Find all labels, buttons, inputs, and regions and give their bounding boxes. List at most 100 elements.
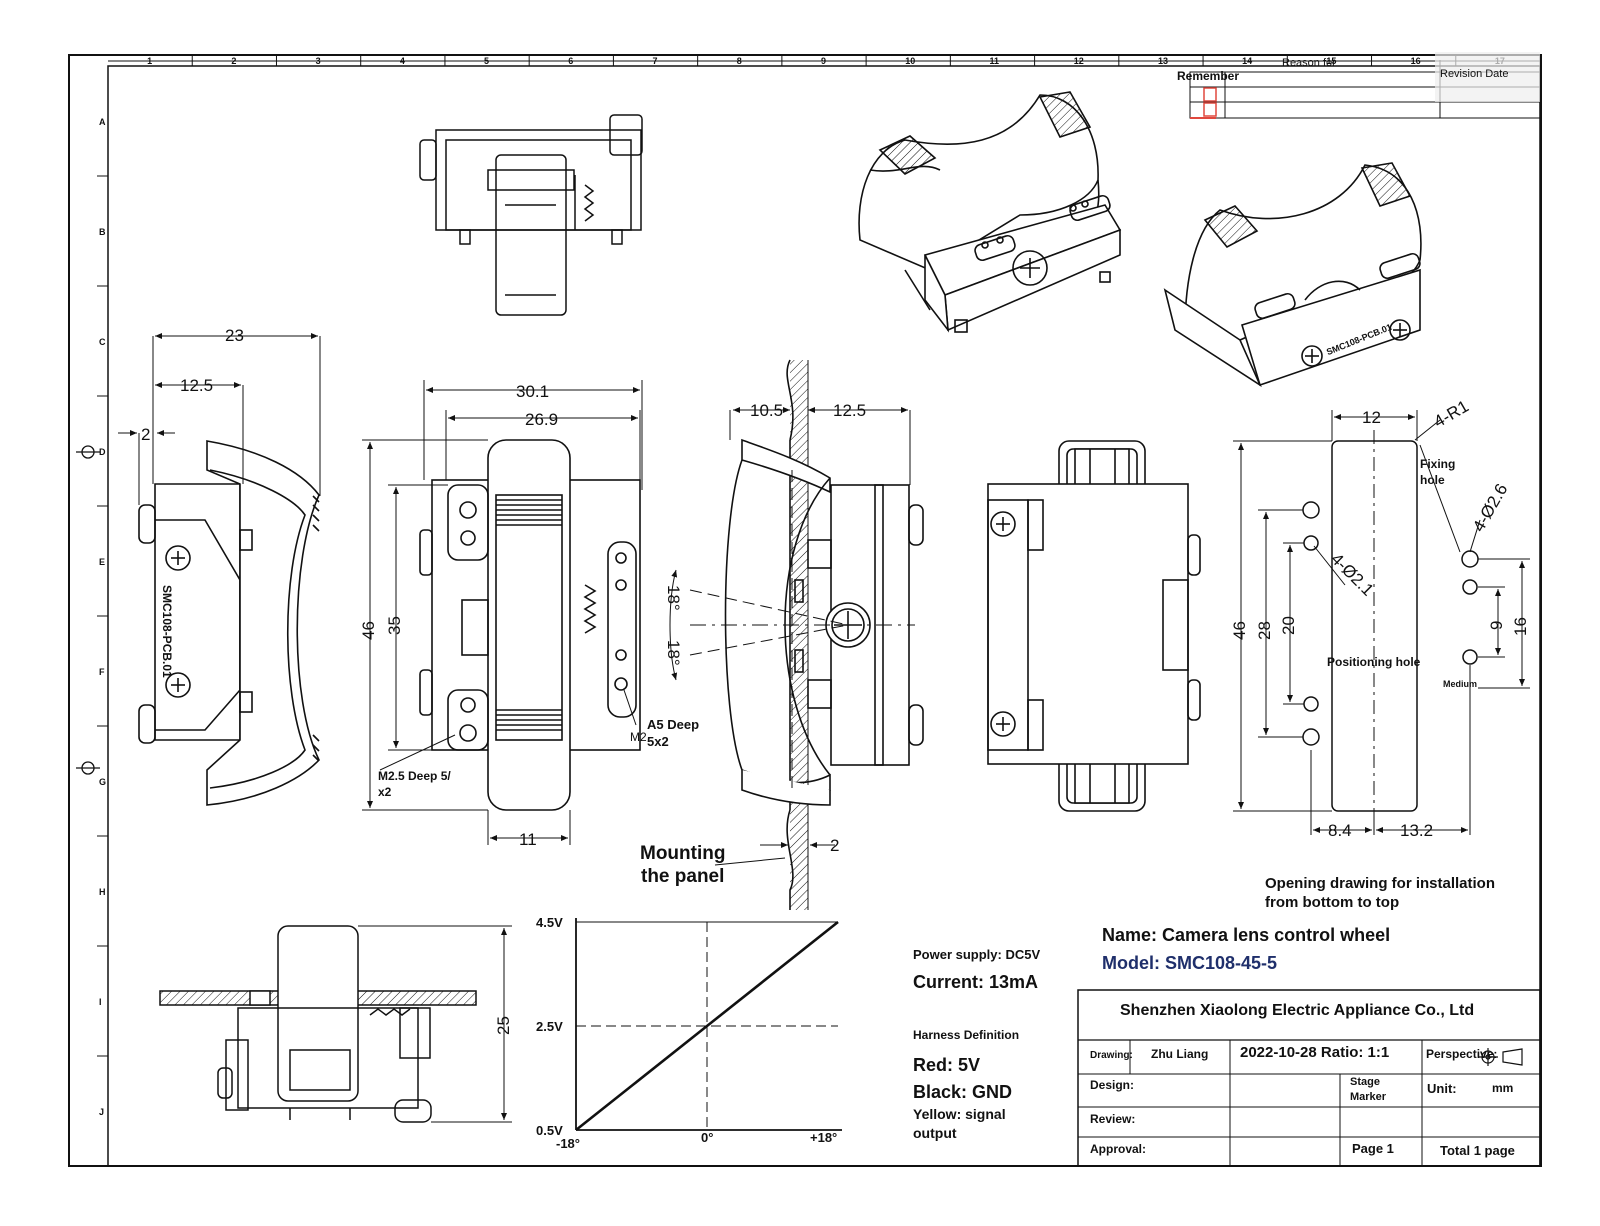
tb-unit-label: Unit: [1427, 1081, 1457, 1096]
dim-4-r1: 4-R1 [1431, 397, 1472, 432]
bottom-view-dimensions [358, 925, 512, 1123]
dim-20: 20 [1279, 616, 1298, 635]
grid-column-label: 8 [737, 56, 742, 66]
fixing-hole-label-2: hole [1420, 473, 1445, 487]
grid-row-label: H [99, 887, 106, 897]
front-view [419, 439, 641, 811]
side-view-dimensions [714, 407, 911, 866]
tb-stage-marker-1: Stage [1350, 1076, 1380, 1088]
dim-2-panel: 2 [830, 836, 839, 855]
grid-row-label: C [99, 337, 106, 347]
chart-x-tick-label: -18° [556, 1136, 580, 1151]
output-voltage-chart: 4.5V2.5V0.5V-18°0°+18° [536, 915, 842, 1151]
spec-yellow-1: Yellow: signal [913, 1106, 1006, 1122]
title-block [1077, 989, 1541, 1167]
tb-page: Page 1 [1352, 1141, 1394, 1156]
left-view-pcb-label: SMC108-PCB.01 [160, 585, 174, 678]
fixing-hole-label-1: Fixing [1420, 457, 1455, 471]
spec-red: Red: 5V [913, 1055, 981, 1075]
dim-30-1: 30.1 [516, 382, 549, 401]
angle-18-up: 18° [664, 585, 683, 611]
spec-harness-heading: Harness Definition [913, 1028, 1020, 1042]
product-model: Model: SMC108-45-5 [1102, 953, 1278, 973]
tb-total-pages: Total 1 page [1440, 1143, 1515, 1158]
left-view-dimensions [118, 333, 321, 505]
hole-note-m2-prefix: M2 [630, 730, 647, 744]
grid-row-label: G [99, 777, 106, 787]
spec-yellow-2: output [913, 1125, 957, 1141]
chart-x-tick-label: +18° [810, 1130, 837, 1145]
tb-design-label: Design: [1090, 1078, 1135, 1092]
grid-row-label: I [99, 997, 102, 1007]
rear-view [987, 440, 1201, 812]
cutout-view [1302, 430, 1479, 820]
dim-16: 16 [1511, 617, 1530, 636]
grid-row-label: B [99, 227, 106, 237]
dim-23: 23 [225, 326, 244, 345]
dim-12-5-side: 12.5 [833, 401, 866, 420]
dim-4-phi-2-1: 4-Ø2.1 [1327, 549, 1377, 599]
tb-drawing-label: Drawing: [1090, 1050, 1133, 1061]
dim-13-2: 13.2 [1400, 821, 1433, 840]
grid-column-label: 6 [568, 56, 573, 66]
angle-18-down: 18° [664, 640, 683, 666]
sheet-frame [68, 54, 1542, 1167]
grid-column-label: 14 [1242, 56, 1252, 66]
dim-10-5: 10.5 [750, 401, 783, 420]
tb-date-ratio: 2022-10-28 Ratio: 1:1 [1240, 1044, 1390, 1061]
chart-y-tick-label: 2.5V [536, 1019, 563, 1034]
grid-column-label: 5 [484, 56, 489, 66]
top-view [419, 114, 643, 316]
revision-marker-2 [1203, 102, 1217, 117]
grid-row-label: A [99, 117, 106, 127]
hole-note-m2: A5 Deep [647, 717, 699, 732]
medium-label: Medium [1443, 679, 1477, 689]
hole-note-m2-qty: 5x2 [647, 734, 669, 749]
revision-remember-label: Remember [1177, 69, 1239, 83]
dim-35: 35 [385, 616, 404, 635]
dim-25: 25 [494, 1016, 513, 1035]
dim-2-left: 2 [141, 425, 150, 444]
dim-8-4: 8.4 [1328, 821, 1352, 840]
revision-marker-1 [1203, 87, 1217, 102]
dim-12-5-left: 12.5 [180, 376, 213, 395]
tb-unit-value: mm [1492, 1081, 1514, 1095]
front-view-dimensions [362, 380, 643, 845]
isometric-view-1 [858, 91, 1122, 333]
spec-black: Black: GND [913, 1082, 1013, 1102]
grid-column-label: 11 [989, 56, 999, 66]
dim-12: 12 [1362, 408, 1381, 427]
company-name: Shenzhen Xiaolong Electric Appliance Co.… [1120, 1002, 1475, 1019]
tb-stage-marker-2: Marker [1350, 1091, 1387, 1103]
dim-9: 9 [1487, 621, 1506, 630]
chart-y-tick-label: 0.5V [536, 1123, 563, 1138]
grid-column-label: 16 [1411, 56, 1421, 66]
chart-x-tick-label: 0° [701, 1130, 713, 1145]
grid-column-label: 15 [1326, 56, 1336, 66]
product-name: Name: Camera lens control wheel [1102, 925, 1391, 945]
cutout-caption-1: Opening drawing for installation [1265, 875, 1496, 892]
cutout-view-dimensions [1233, 410, 1530, 835]
side-view-center-lines [669, 470, 915, 790]
revision-reason-label: Reason for [1282, 57, 1336, 69]
hole-note-m25: M2.5 Deep 5/ [378, 769, 451, 783]
bottom-view [159, 925, 477, 1123]
grid-row-label: D [99, 447, 106, 457]
spec-power-supply: Power supply: DC5V [913, 947, 1041, 962]
grid-column-label: 10 [905, 56, 915, 66]
grid-column-label: 1 [147, 56, 152, 66]
isometric-view-2: SMC108-PCB.01 [1163, 162, 1422, 388]
revision-block: Remember Reason for Revision Date [1177, 52, 1541, 119]
mounting-label-2: the panel [641, 866, 725, 887]
left-view [138, 440, 320, 806]
projection-symbol-icon [1478, 1048, 1523, 1066]
grid-column-label: 9 [821, 56, 826, 66]
revision-date-label: Revision Date [1440, 68, 1508, 80]
dim-46-cutout: 46 [1230, 621, 1249, 640]
positioning-hole-label: Positioning hole [1327, 655, 1421, 669]
grid-column-label: 2 [231, 56, 236, 66]
tb-review-label: Review: [1090, 1112, 1136, 1126]
grid-column-label: 4 [400, 56, 405, 66]
